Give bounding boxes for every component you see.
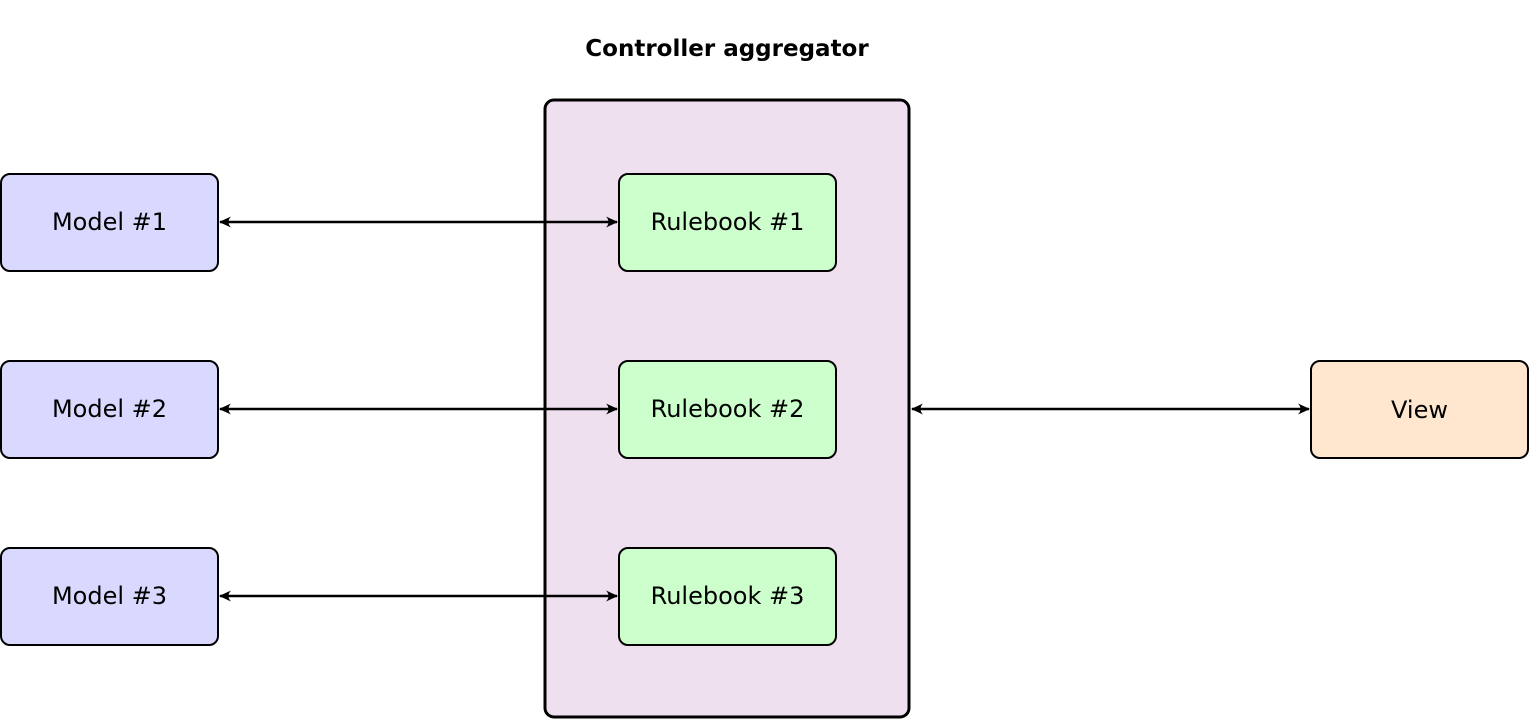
model-label-3: Model #3 [52, 582, 167, 610]
view-label: View [1391, 396, 1448, 424]
rulebook-label-1: Rulebook #1 [651, 208, 805, 236]
rulebook-label-2: Rulebook #2 [651, 395, 805, 423]
rulebook-node-3: Rulebook #3 [618, 547, 837, 646]
aggregator-title: Controller aggregator [585, 36, 869, 62]
model-node-1: Model #1 [0, 173, 219, 272]
model-node-2: Model #2 [0, 360, 219, 459]
model-label-1: Model #1 [52, 208, 167, 236]
view-node: View [1310, 360, 1529, 459]
model-label-2: Model #2 [52, 395, 167, 423]
model-node-3: Model #3 [0, 547, 219, 646]
rulebook-node-2: Rulebook #2 [618, 360, 837, 459]
rulebook-node-1: Rulebook #1 [618, 173, 837, 272]
rulebook-label-3: Rulebook #3 [651, 582, 805, 610]
